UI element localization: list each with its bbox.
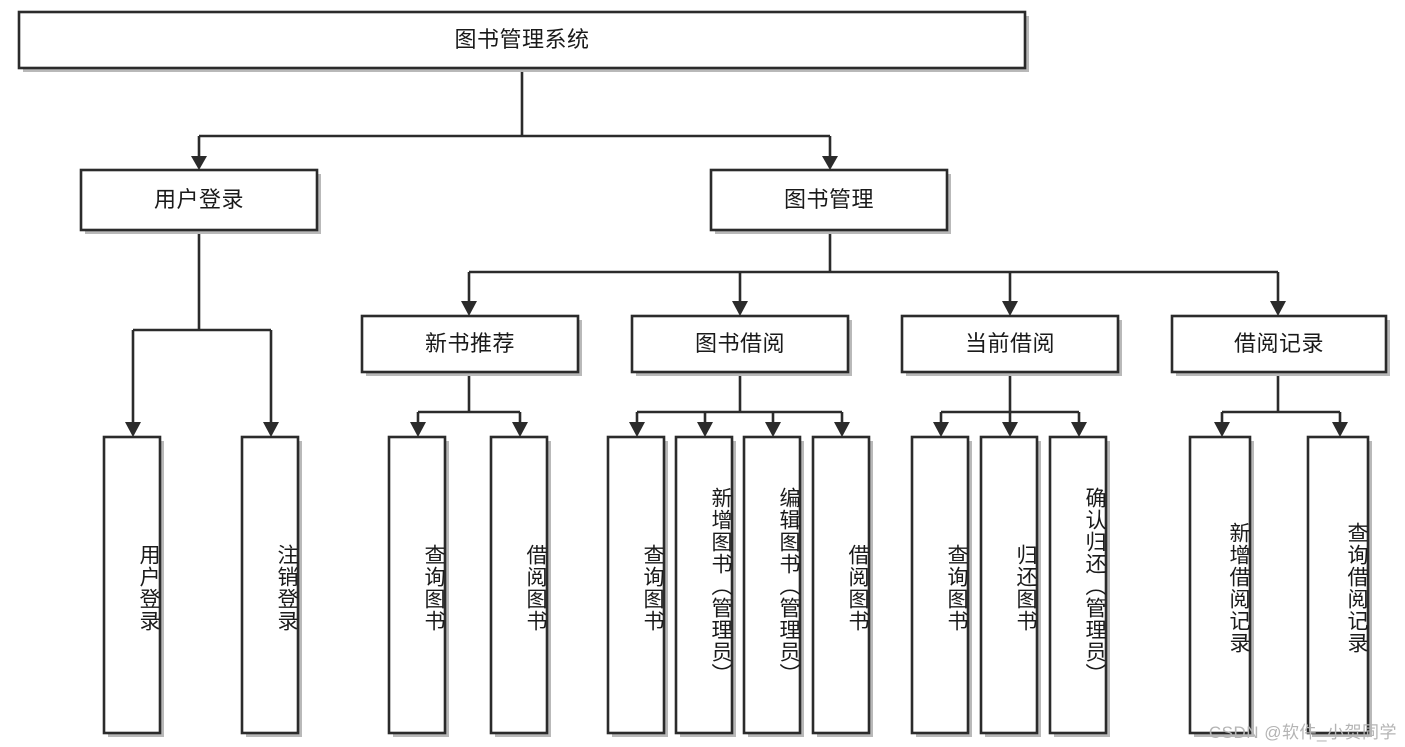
node-box-leaf-borrow-book-2[interactable] — [811, 435, 873, 737]
node-box-leaf-edit-book[interactable] — [742, 435, 804, 737]
node-box-book-manage[interactable] — [709, 168, 951, 234]
node-box-leaf-borrow-book-1[interactable] — [489, 435, 551, 737]
node-box-user-login[interactable] — [79, 168, 321, 234]
node-box-leaf-return-book[interactable] — [979, 435, 1041, 737]
node-box-leaf-confirm-return[interactable] — [1048, 435, 1110, 737]
connector-bookmanage-to-level3 — [461, 232, 1286, 316]
node-box-book-borrow[interactable] — [630, 314, 852, 376]
connector-userlogin-to-leaves — [125, 232, 279, 437]
node-box-new-book-recommend[interactable] — [360, 314, 582, 376]
node-box-leaf-query-book-1[interactable] — [387, 435, 449, 737]
node-box-leaf-logout[interactable] — [240, 435, 302, 737]
watermark: CSDN @软件_小贺同学 — [1208, 723, 1397, 742]
node-box-leaf-user-login[interactable] — [102, 435, 164, 737]
connector-currentborrow-to-leaves — [933, 375, 1087, 437]
node-box-borrow-record[interactable] — [1170, 314, 1390, 376]
connector-root-to-level2 — [191, 68, 838, 170]
node-box-leaf-query-record[interactable] — [1306, 435, 1372, 737]
connector-bookborrow-to-leaves — [629, 375, 850, 437]
connector-borrowrecord-to-leaves — [1214, 375, 1348, 437]
node-box-leaf-query-book-2[interactable] — [606, 435, 668, 737]
node-box-leaf-query-book-3[interactable] — [910, 435, 972, 737]
node-box-current-borrow[interactable] — [900, 314, 1122, 376]
node-box-leaf-add-book[interactable] — [674, 435, 736, 737]
node-box-root[interactable] — [17, 10, 1029, 72]
node-box-leaf-add-record[interactable] — [1188, 435, 1254, 737]
connector-newbook-to-leaves — [410, 375, 528, 437]
